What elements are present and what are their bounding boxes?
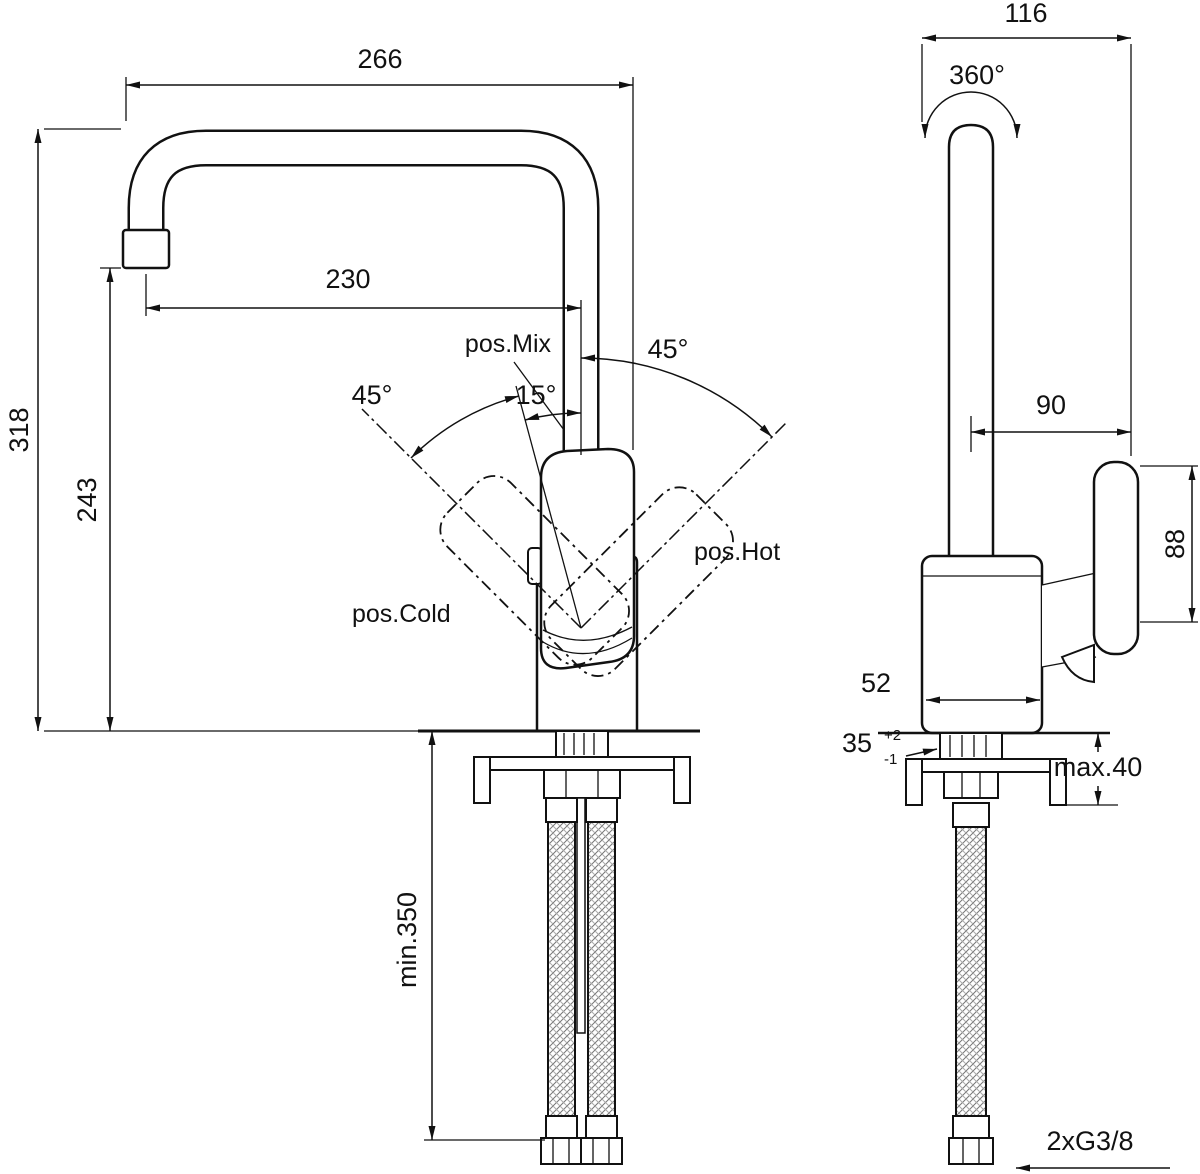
hose-nut <box>540 1137 583 1165</box>
angle-45-left-label: 45° <box>352 380 393 410</box>
dim-hose-length: min.350 <box>392 731 545 1141</box>
dim-overall-depth: 116 <box>921 0 1132 456</box>
mounting-hardware-right <box>905 732 1067 806</box>
braided-hose <box>955 802 987 1119</box>
dim-hole-diameter: 35 +2 -1 <box>842 727 938 768</box>
handle-wedge <box>1060 643 1095 684</box>
dim-max40-label: max.40 <box>1054 752 1143 782</box>
hose-nut <box>580 1137 623 1165</box>
swivel-360-label: 360° <box>949 60 1005 90</box>
dim-spout-depth: 90 <box>970 390 1131 452</box>
dim-35-tol-lower: -1 <box>884 751 897 768</box>
dim-243-label: 243 <box>72 477 102 522</box>
horseshoe-washer <box>905 758 1067 773</box>
dim-318-label: 318 <box>4 407 34 452</box>
mounting-nut <box>943 771 999 799</box>
braided-hose <box>587 797 616 1121</box>
aerator-nozzle <box>121 228 171 270</box>
mounting-hardware-left <box>473 730 691 804</box>
hose-nut <box>948 1137 994 1165</box>
thread-label: 2xG3/8 <box>1046 1126 1133 1156</box>
dim-230-label: 230 <box>325 264 370 294</box>
ghost-handle-hot <box>543 486 734 677</box>
dim-88-label: 88 <box>1160 529 1190 559</box>
dim-spout-height: 243 <box>72 267 121 731</box>
swivel-indicator: 360° <box>921 60 1021 139</box>
dim-deck-thickness: max.40 <box>1054 733 1143 806</box>
dim-spout-reach: 230 <box>145 264 582 455</box>
braided-hose <box>547 797 576 1121</box>
angle-45-right-label: 45° <box>648 334 689 364</box>
dim-min350-label: min.350 <box>392 892 422 988</box>
handle-angles: pos.Mix 15° 45° 45° pos.Hot pos.Cold <box>352 330 789 629</box>
right-view: 116 360° 90 88 52 35 +2 <box>842 0 1198 1172</box>
riser-pipe <box>947 123 995 556</box>
dim-90-label: 90 <box>1036 390 1066 420</box>
ghost-handle-cold <box>439 475 630 666</box>
thread-callout: 2xG3/8 <box>1016 1126 1170 1172</box>
spout-tube <box>121 129 600 471</box>
dim-35-label: 35 <box>842 728 872 758</box>
angle-15-label: 15° <box>516 380 557 410</box>
pos-hot-label: pos.Hot <box>694 538 780 566</box>
dim-base-depth: 52 <box>861 668 1040 704</box>
dim-266-label: 266 <box>357 44 402 74</box>
dim-52-label: 52 <box>861 668 891 698</box>
supply-hose-right <box>948 802 994 1165</box>
dim-overall-height: 318 <box>4 128 121 731</box>
pos-mix-label: pos.Mix <box>465 330 552 358</box>
mixer-body-right <box>920 554 1044 735</box>
mounting-nut <box>543 769 621 799</box>
handle-lever <box>539 447 636 670</box>
dim-handle-height: 88 <box>1140 465 1198 623</box>
mixer-body-left <box>527 447 639 733</box>
dim-116-label: 116 <box>1004 0 1047 28</box>
mounting-stud <box>576 797 586 1034</box>
horseshoe-washer <box>473 756 691 771</box>
left-view: 266 318 243 230 <box>4 44 789 1165</box>
handle-right <box>1041 460 1140 684</box>
supply-hoses-left <box>540 797 623 1165</box>
dim-35-tol-upper: +2 <box>884 727 901 744</box>
pos-cold-label: pos.Cold <box>352 600 451 628</box>
